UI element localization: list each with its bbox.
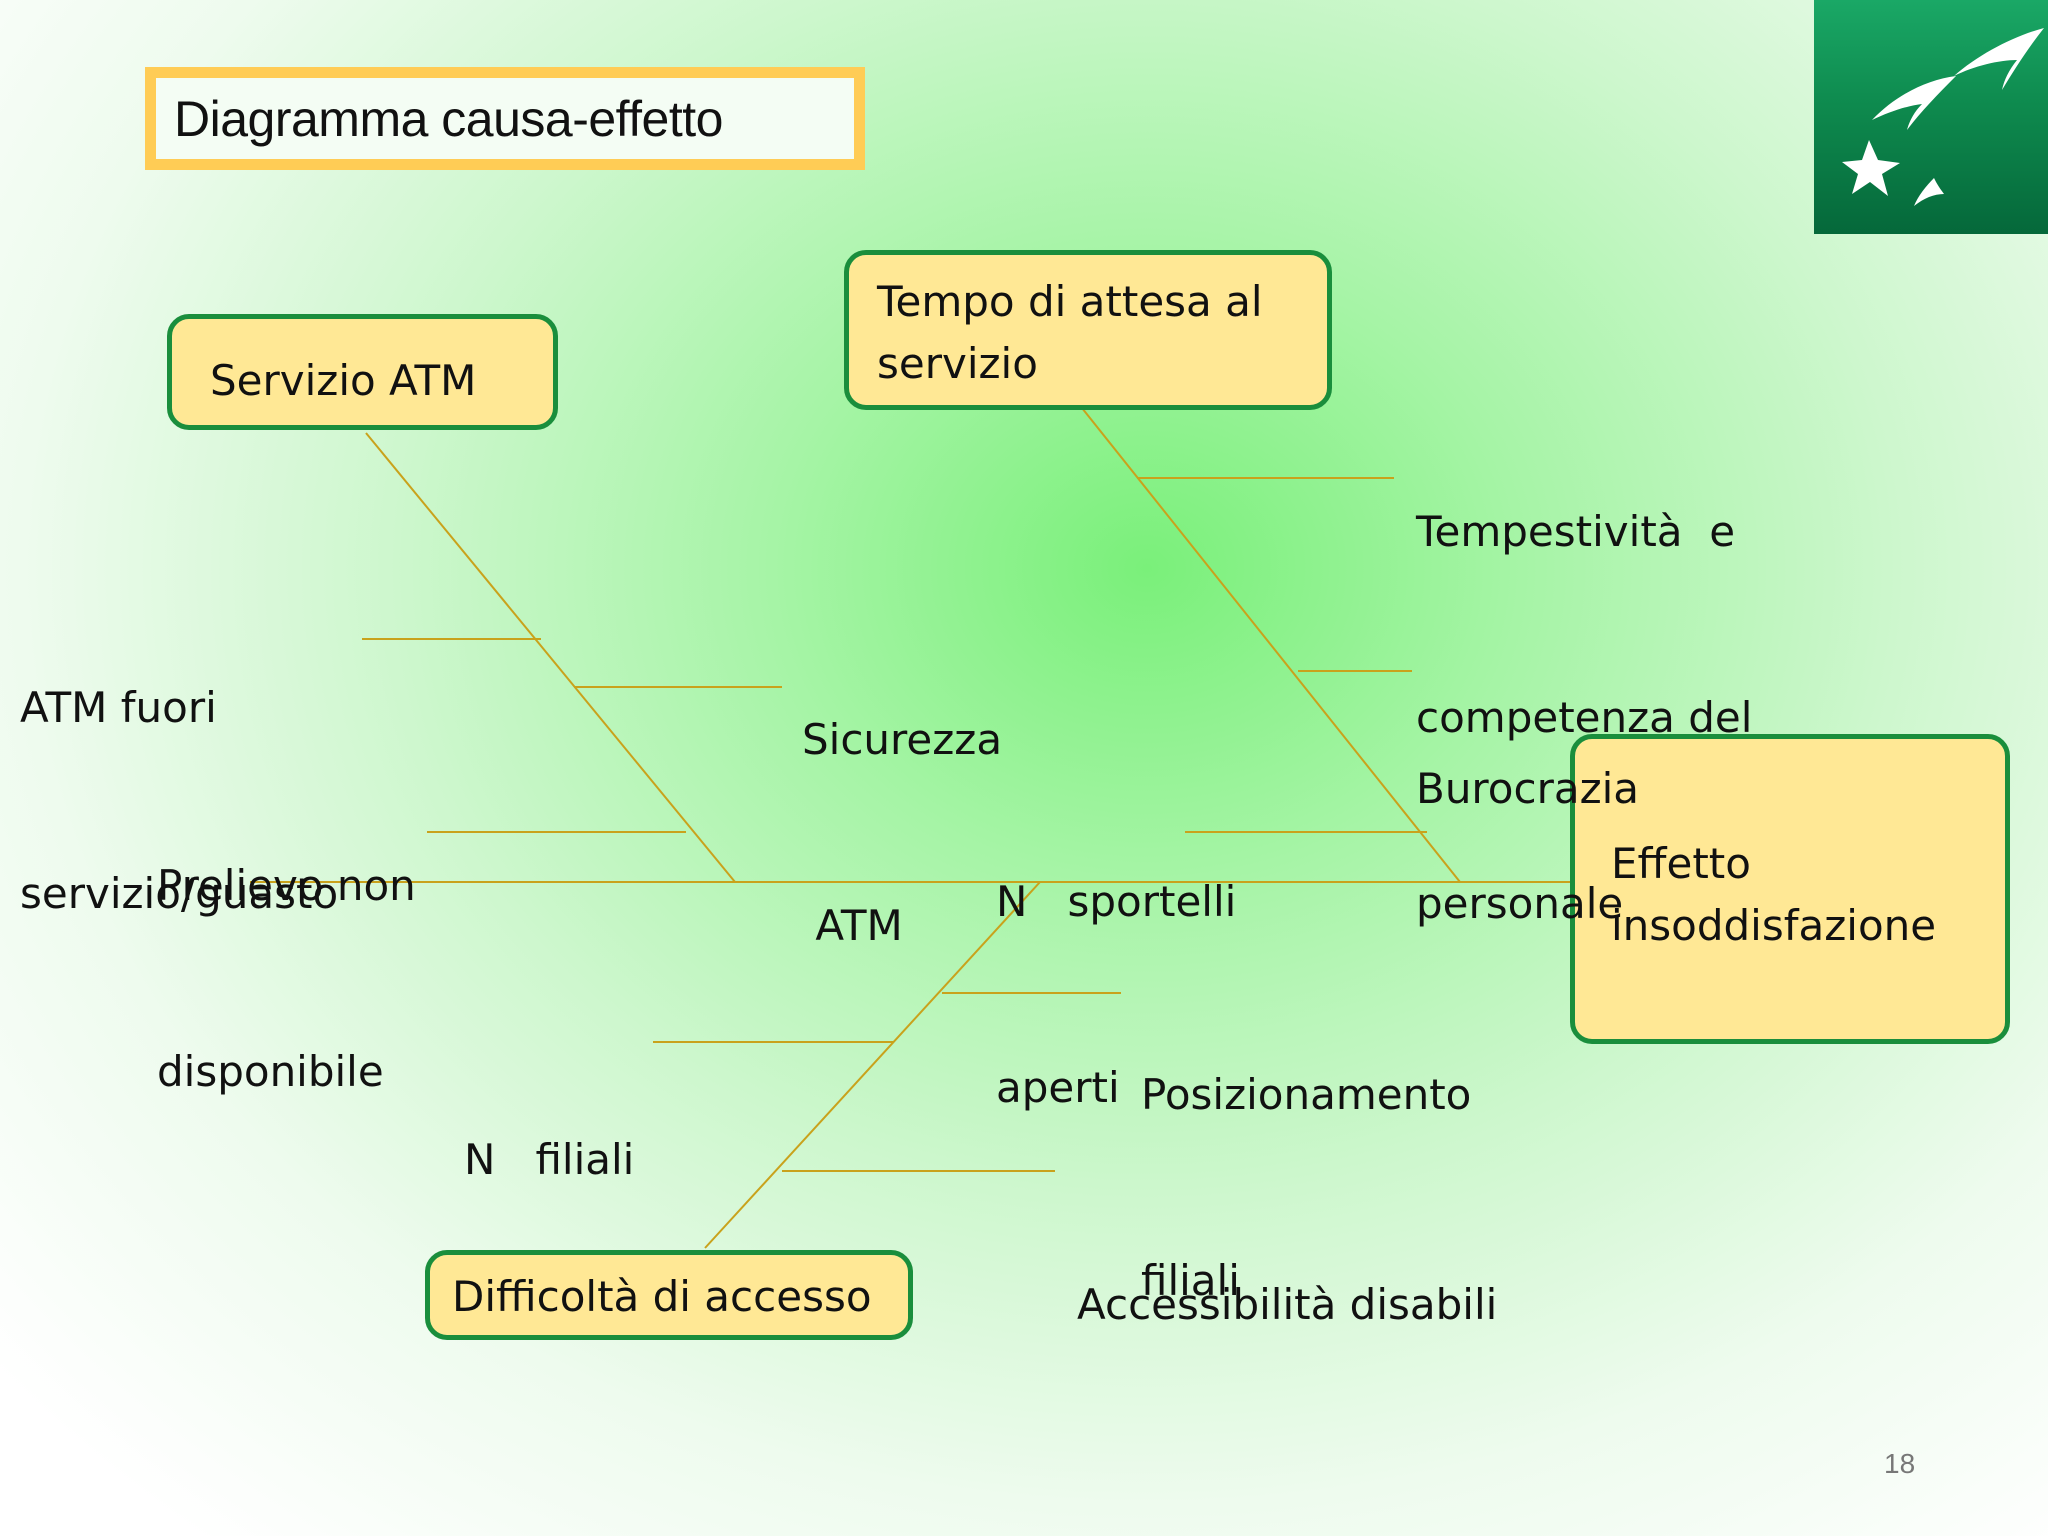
cause-sportelli-line2: aperti [996, 1063, 1120, 1112]
slide-title: Diagramma causa-effetto [145, 67, 865, 170]
logo-bird-large [1954, 28, 2044, 90]
cause-atm-fuori-servizio-line2: servizio/guasto [20, 869, 339, 918]
cause-tempestivita-line3: personale [1416, 879, 1624, 928]
cause-sicurezza-atm: Sicurezza ATM [802, 585, 1002, 1019]
cause-accessibilita-text: Accessibilità disabili [1077, 1280, 1498, 1329]
category-box-difficolta-accesso: Difficoltà di accesso [425, 1250, 913, 1340]
category-label-tempo-attesa-line1: Tempo di attesa al [877, 277, 1263, 326]
cause-sicurezza-atm-line1: Sicurezza [802, 715, 1003, 764]
bone-servizio-atm [365, 432, 736, 883]
category-label-servizio-atm: Servizio ATM [210, 356, 477, 405]
logo-bird-medium [1872, 76, 1956, 130]
logo-star-small [1914, 178, 1944, 206]
cause-sportelli-aperti: N sportelli aperti [996, 747, 1236, 1181]
cause-posizionamento-filiali: Posizionamento filiali [1141, 940, 1471, 1374]
page-number: 18 [1884, 1448, 1916, 1479]
cause-posizionamento-line2: filiali [1141, 1256, 1240, 1305]
category-box-tempo-attesa: Tempo di attesa al servizio [844, 250, 1332, 410]
category-box-servizio-atm: Servizio ATM [167, 314, 558, 430]
cause-burocrazia-text: Burocrazia [1416, 764, 1640, 813]
category-label-tempo-attesa-line2: servizio [877, 339, 1038, 388]
bone-difficolta-accesso [704, 881, 1041, 1249]
cause-n-filiali-text: N filiali [464, 1135, 635, 1184]
cause-sicurezza-atm-line2: ATM [802, 901, 903, 950]
cause-atm-fuori-servizio-line1: ATM fuori [20, 683, 217, 732]
cause-tempestivita-line2: competenza del [1416, 693, 1753, 742]
cause-prelievo-line2: disponibile [157, 1047, 384, 1096]
slide-title-text: Diagramma causa-effetto [174, 90, 723, 147]
cause-sportelli-line1: N sportelli [996, 877, 1237, 926]
logo-star-left [1842, 140, 1900, 196]
category-label-difficolta-accesso: Difficoltà di accesso [452, 1272, 872, 1321]
logo-stars-icon [1842, 28, 2044, 206]
cause-atm-fuori-servizio: ATM fuori servizio/guasto [20, 553, 338, 987]
cause-tempestivita-competenza: Tempestività e competenza del personale [1416, 377, 1752, 997]
effect-box: Effetto insoddisfazione [1570, 734, 2010, 1044]
effect-label-line2: insoddisfazione [1611, 901, 1937, 950]
cause-accessibilita-disabili: Accessibilità disabili [1077, 1150, 1497, 1398]
cause-prelievo-non-disponibile: Prelievo non disponibile [157, 731, 416, 1165]
bnp-paribas-stars-logo-icon [1814, 0, 2048, 234]
cause-n-filiali: N filiali [464, 1005, 634, 1253]
cause-tempestivita-line1: Tempestività e [1416, 507, 1736, 556]
effect-label-line1: Effetto [1611, 839, 1751, 888]
cause-prelievo-line1: Prelievo non [157, 861, 416, 910]
cause-posizionamento-line1: Posizionamento [1141, 1070, 1472, 1119]
cause-burocrazia: Burocrazia [1416, 634, 1639, 882]
